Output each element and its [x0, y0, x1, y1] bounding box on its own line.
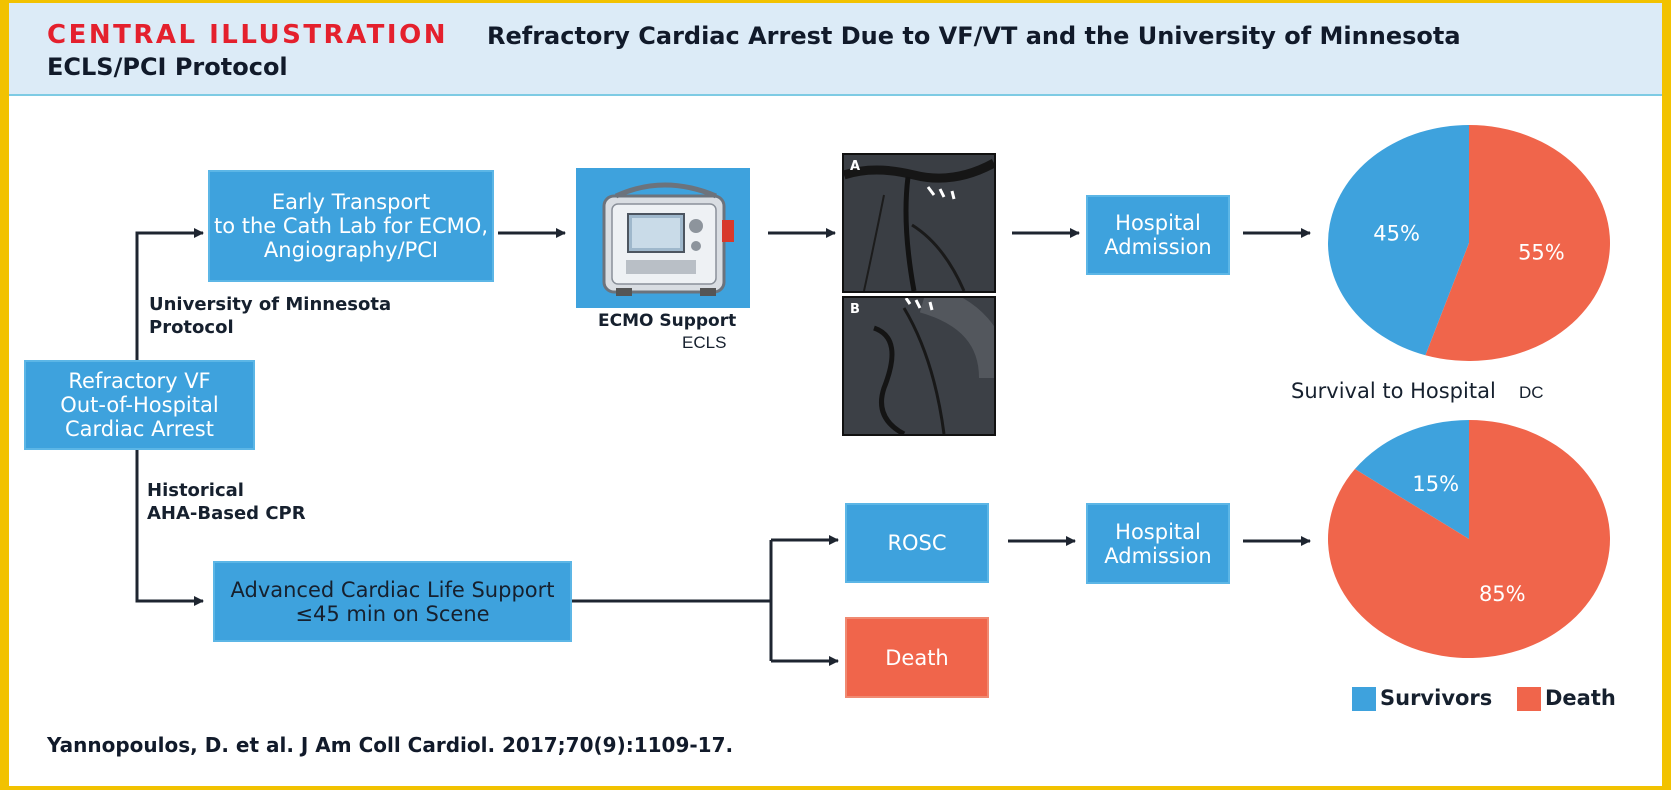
pie2-label-survivors: 15%: [1412, 472, 1459, 496]
figure-title-line2: ECLS/PCI Protocol: [47, 53, 288, 81]
pie1-slice-survivors: [1328, 125, 1469, 356]
angiography-image-b: B: [842, 296, 996, 436]
death-text: Death: [885, 645, 949, 670]
early-transport-box: Early Transport to the Cath Lab for ECMO…: [208, 170, 494, 282]
ecmo-support-caption: ECMO Support: [598, 311, 737, 331]
refractory-vf-text: Refractory VF Out-of-Hospital Cardiac Ar…: [60, 369, 219, 441]
hospital-admission-bottom-box: Hospital Admission: [1086, 503, 1230, 584]
angiography-image-a: A: [842, 153, 996, 293]
coronary-vessel-icon-b: [844, 298, 994, 434]
survival-title: Survival to Hospital: [1291, 379, 1496, 403]
early-transport-text: Early Transport to the Cath Lab for ECMO…: [213, 190, 489, 262]
hospital-admission-top-text: Hospital Admission: [1104, 211, 1212, 259]
survival-title-suffix: DC: [1519, 383, 1544, 402]
coronary-vessel-icon-a: [844, 155, 994, 291]
pie-chart-ecls: 45% 55%: [1328, 125, 1610, 361]
rosc-box: ROSC: [845, 503, 989, 583]
angiography-label-a: A: [850, 159, 861, 174]
figure-title-line1: Refractory Cardiac Arrest Due to VF/VT a…: [487, 22, 1461, 50]
pie2-label-death: 85%: [1479, 582, 1526, 606]
university-of-minnesota-protocol-label: University of Minnesota Protocol: [149, 294, 392, 338]
citation: Yannopoulos, D. et al. J Am Coll Cardiol…: [47, 733, 734, 757]
pie1-slice-death: [1425, 125, 1610, 361]
angiography-label-b: B: [850, 302, 860, 317]
legend-survivors-swatch: [1352, 687, 1376, 711]
rosc-text: ROSC: [887, 531, 947, 555]
historical-aha-cpr-label: Historical AHA-Based CPR: [147, 480, 306, 524]
legend-death-label: Death: [1545, 686, 1616, 710]
hospital-admission-bottom-text: Hospital Admission: [1104, 519, 1212, 568]
acls-text: Advanced Cardiac Life Support ≤45 min on…: [230, 577, 555, 626]
ecls-caption: ECLS: [682, 333, 727, 352]
refractory-vf-box: Refractory VF Out-of-Hospital Cardiac Ar…: [24, 360, 255, 450]
legend-death-swatch: [1517, 687, 1541, 711]
arrow-to-early-transport: [135, 228, 204, 360]
pie2-slice-death: [1328, 420, 1610, 658]
pie1-label-survivors: 45%: [1373, 221, 1420, 245]
arrow-to-acls: [135, 450, 204, 606]
central-illustration-tag: CENTRAL ILLUSTRATION: [47, 20, 448, 50]
legend-survivors-label: Survivors: [1380, 686, 1493, 710]
death-box: Death: [845, 617, 989, 698]
pie2-slice-survivors: [1354, 420, 1469, 539]
ecmo-machine-icon: [602, 182, 734, 296]
ecmo-device-image: [576, 168, 750, 308]
hospital-admission-top-box: Hospital Admission: [1086, 195, 1230, 275]
pie-chart-historical: 15% 85%: [1328, 420, 1610, 658]
pie1-label-death: 55%: [1518, 241, 1565, 265]
acls-box: Advanced Cardiac Life Support ≤45 min on…: [213, 561, 572, 642]
header-banner: CENTRAL ILLUSTRATION Refractory Cardiac …: [9, 3, 1662, 96]
